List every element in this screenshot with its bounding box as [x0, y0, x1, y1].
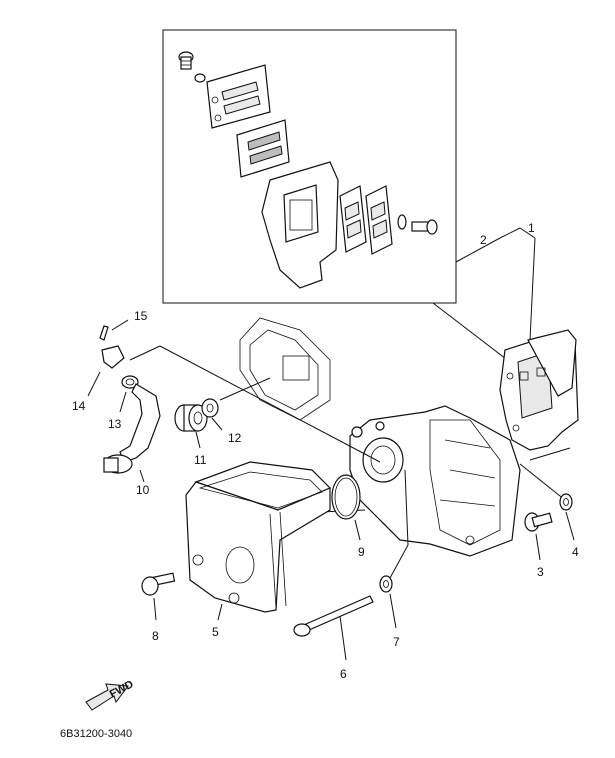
part-9-o-ring: [331, 474, 361, 541]
callout-2: 2: [480, 233, 487, 247]
part-12-washer: [201, 398, 223, 431]
inset-reed-pieces: [339, 185, 393, 255]
diagram-code: 6B31200-3040: [60, 728, 132, 740]
callout-7: 7: [393, 635, 400, 649]
callout-13: 13: [108, 417, 122, 431]
part-6-long-bolt: [293, 595, 374, 661]
callout-14: 14: [72, 399, 86, 413]
callout-12: 12: [228, 431, 242, 445]
inset-reed-valve: [236, 119, 290, 178]
part-15-clip: [99, 319, 129, 341]
callout-4: 4: [572, 545, 579, 559]
inset-housing: [261, 161, 339, 289]
bracket-1-2: [499, 227, 536, 341]
part-4-washer: [559, 493, 575, 541]
carburetor-body: [349, 405, 521, 557]
part-7-washer: [379, 575, 397, 629]
part-13-clamp: [119, 375, 139, 413]
callout-11: 11: [194, 453, 207, 467]
part-11-grommet: [174, 404, 208, 449]
fwd-arrow-icon: FWD: [85, 678, 136, 711]
part-5-silencer: [185, 461, 332, 621]
callout-10: 10: [136, 483, 150, 497]
inset-stopper-plate: [206, 64, 271, 129]
detail-inset: [162, 29, 511, 363]
fwd-label: FWD: [108, 678, 136, 700]
callout-15: 15: [134, 309, 148, 323]
callout-8: 8: [152, 629, 159, 643]
part-8-bolt: [141, 572, 176, 621]
engine-outline: [239, 317, 331, 421]
inset-screw-right: [411, 219, 438, 235]
part-3-bolt: [524, 512, 553, 561]
callout-3: 3: [537, 565, 544, 579]
callout-9: 9: [358, 545, 365, 559]
callout-5: 5: [212, 625, 219, 639]
inset-screw-top: [178, 51, 194, 70]
part-10-hose: [103, 383, 161, 483]
callout-1: 1: [528, 221, 535, 235]
part-1-reed-assembly: [499, 329, 579, 451]
callout-6: 6: [340, 667, 347, 681]
part-14-fitting: [87, 345, 125, 397]
